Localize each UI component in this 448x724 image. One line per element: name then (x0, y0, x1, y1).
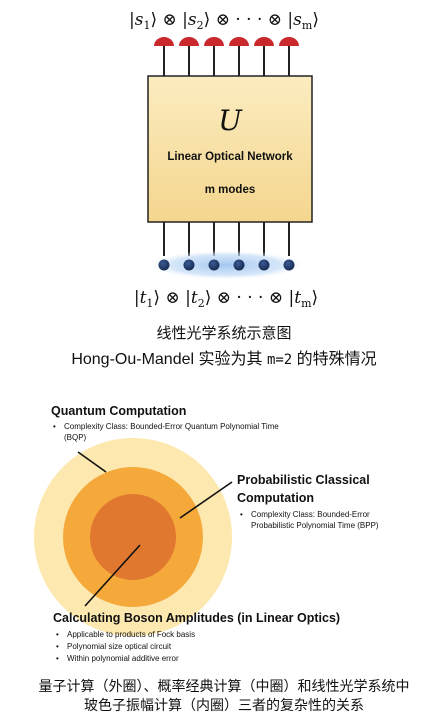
boson-bullet: Polynomial size optical circuit (67, 642, 172, 651)
photon-source (183, 259, 195, 271)
leader-quantum (77, 451, 107, 473)
leader-classical (179, 481, 233, 519)
figure-caption-2: Hong-Ou-Mandel 实验为其 m=2 的特殊情况 (0, 345, 448, 369)
output-state: |s1⟩ ⊗ |s2⟩ ⊗ · · · ⊗ |sm⟩ (129, 10, 319, 32)
boson-bullet: Within polynomial additive error (67, 654, 179, 663)
classical-bullet: Complexity Class: Bounded-Error (251, 510, 370, 519)
boson-bullet-dot: • (56, 630, 59, 639)
photon-source (158, 259, 170, 271)
detector (154, 37, 174, 76)
boson-title: Calculating Boson Amplitudes (in Linear … (53, 611, 340, 625)
classical-title-2: Computation (237, 491, 314, 505)
detector (204, 37, 224, 76)
boson-bullet-dot: • (56, 642, 59, 651)
photon-source (233, 259, 245, 271)
linear-optical-network-box: U Linear Optical Network m modes (147, 75, 313, 223)
quantum-bullet: Complexity Class: Bounded-Error Quantum … (64, 422, 279, 431)
quantum-bullet-dot: • (53, 422, 56, 431)
inner-circle-boson (90, 494, 176, 580)
figure-caption-1: 线性光学系统示意图 (156, 324, 292, 342)
caption-2-suffix: 的特殊情况 (292, 351, 377, 368)
network-subtitle: m modes (205, 184, 256, 196)
source-glow (146, 250, 306, 280)
classical-title-1: Probabilistic Classical (237, 473, 370, 487)
classical-bullet-cont: Probabilistic Polynomial Time (BPP) (251, 521, 379, 530)
photon-source (283, 259, 295, 271)
boson-bullet: Applicable to products of Fock basis (67, 630, 195, 639)
leader-boson (84, 544, 141, 607)
quantum-bullet-cont: (BQP) (64, 433, 87, 442)
quantum-title: Quantum Computation (51, 404, 186, 418)
caption-3-line-2: 玻色子振幅计算（内圈）三者的复杂性的关系 (84, 698, 364, 714)
unitary-symbol: U (218, 104, 243, 137)
source-row (158, 259, 295, 271)
input-state: |t1⟩ ⊗ |t2⟩ ⊗ · · · ⊗ |tm⟩ (134, 288, 318, 310)
photon-source (258, 259, 270, 271)
detector (279, 37, 299, 76)
detector (254, 37, 274, 76)
network-title: Linear Optical Network (167, 151, 293, 163)
boson-bullet-dot: • (56, 654, 59, 663)
detector (179, 37, 199, 76)
detector-row (154, 37, 299, 76)
caption-2-prefix: Hong-Ou-Mandel 实验为其 (71, 351, 267, 368)
caption-2-math: m=2 (266, 352, 293, 368)
photon-source (208, 259, 220, 271)
detector (229, 37, 249, 76)
figure-caption-3: 量子计算（外圈）、概率经典计算（中圈）和线性光学系统中 玻色子振幅计算（内圈）三… (0, 678, 448, 716)
caption-3-line-1: 量子计算（外圈）、概率经典计算（中圈）和线性光学系统中 (38, 679, 410, 695)
classical-bullet-dot: • (240, 510, 243, 519)
complexity-diagram: Quantum Computation • Complexity Class: … (34, 404, 379, 663)
